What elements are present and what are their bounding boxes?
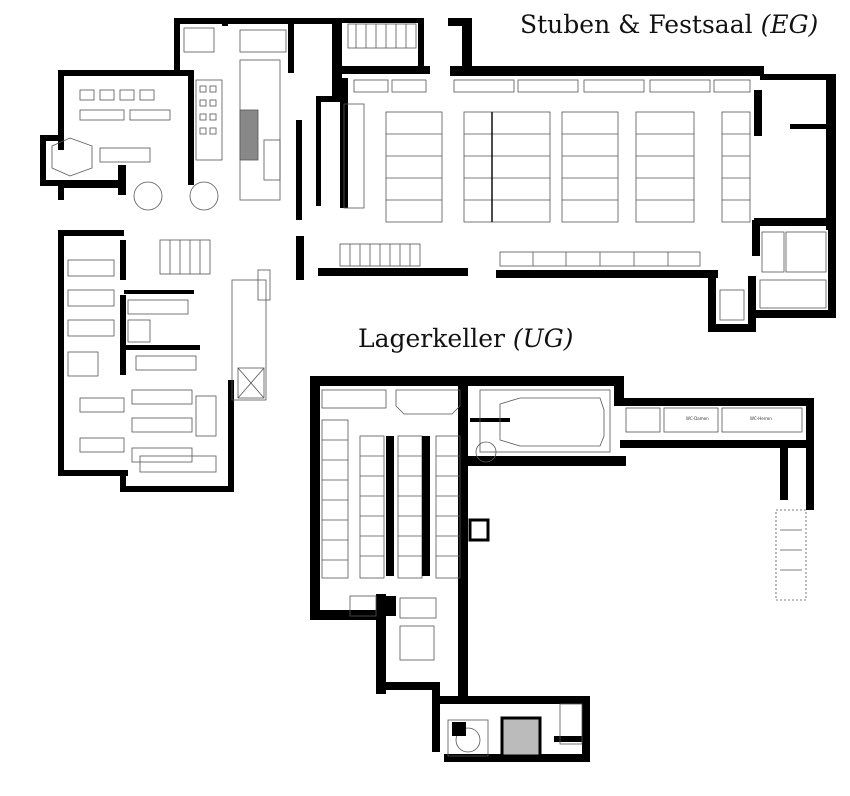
ug-corridor [399, 389, 807, 757]
eg-stube-tables [51, 89, 219, 473]
ug-seating [321, 389, 461, 619]
eg-floor [40, 18, 836, 492]
ug-technical-room [452, 716, 542, 758]
ug-title: Lagerkeller [358, 324, 505, 353]
eg-toilets [719, 231, 827, 321]
eg-bar-area [183, 27, 287, 301]
wc-damen-label: WC-Damen [686, 416, 709, 421]
eg-level: (EG) [760, 10, 819, 39]
eg-title: Stuben & Festsaal [520, 10, 753, 39]
ug-floor: WC-Damen WC-Herren [310, 376, 814, 762]
ug-floor-label: Lagerkeller (UG) [358, 326, 573, 351]
eg-festsaal-seating [353, 79, 751, 267]
eg-floor-label: Stuben & Festsaal (EG) [520, 12, 818, 37]
eg-stairs [231, 23, 421, 401]
ug-service-bars [386, 436, 430, 576]
ug-level: (UG) [512, 324, 574, 353]
eg-stube-walls [40, 18, 424, 492]
ug-walls [310, 376, 814, 762]
eg-festsaal-walls [296, 18, 836, 332]
wc-herren-label: WC-Herren [750, 416, 772, 421]
